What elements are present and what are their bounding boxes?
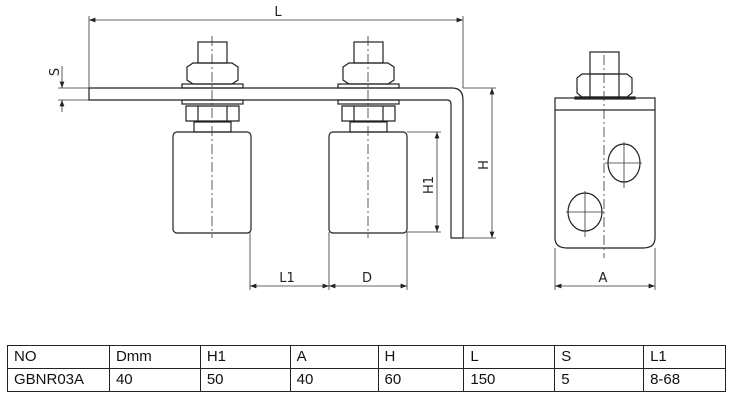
header-cell: NO (7, 345, 110, 369)
dimension-H: H (463, 87, 496, 239)
table-header-row: NO Dmm H1 A H L S L1 (7, 345, 726, 369)
label-A: A (599, 271, 608, 286)
table-cell: 40 (108, 368, 201, 392)
dimension-H1: H1 (407, 131, 441, 233)
header-cell: L (463, 345, 556, 369)
table-cell: GBNR03A (7, 368, 110, 392)
spec-table: NO Dmm H1 A H L S L1 GBNR03A 40 50 40 60… (7, 345, 726, 392)
header-cell: Dmm (108, 345, 201, 369)
header-cell: L1 (643, 345, 726, 369)
table-cell: 8-68 (643, 368, 726, 392)
dimension-L1-D: L1 D (249, 232, 408, 290)
label-D: D (362, 271, 372, 286)
label-L: L (274, 5, 282, 20)
header-cell: S (554, 345, 645, 369)
header-cell: H1 (199, 345, 291, 369)
header-cell: H (377, 345, 465, 369)
dimension-S: S (48, 66, 89, 112)
table-cell: 40 (289, 368, 379, 392)
bracket-plate (88, 87, 464, 239)
table-cell: 5 (554, 368, 645, 392)
wheel-assembly-right (328, 36, 408, 238)
table-cell: 60 (377, 368, 465, 392)
label-L1: L1 (279, 271, 295, 286)
table-cell: 150 (463, 368, 556, 392)
table-row: GBNR03A 40 50 40 60 150 5 8-68 (7, 368, 726, 392)
table-cell: 50 (199, 368, 291, 392)
label-S: S (48, 68, 63, 76)
label-H1: H1 (422, 176, 437, 194)
label-H: H (477, 160, 492, 170)
header-cell: A (289, 345, 379, 369)
wheel-assembly-left (172, 36, 252, 238)
dimension-L: L (88, 5, 464, 100)
side-view: A (554, 51, 656, 290)
